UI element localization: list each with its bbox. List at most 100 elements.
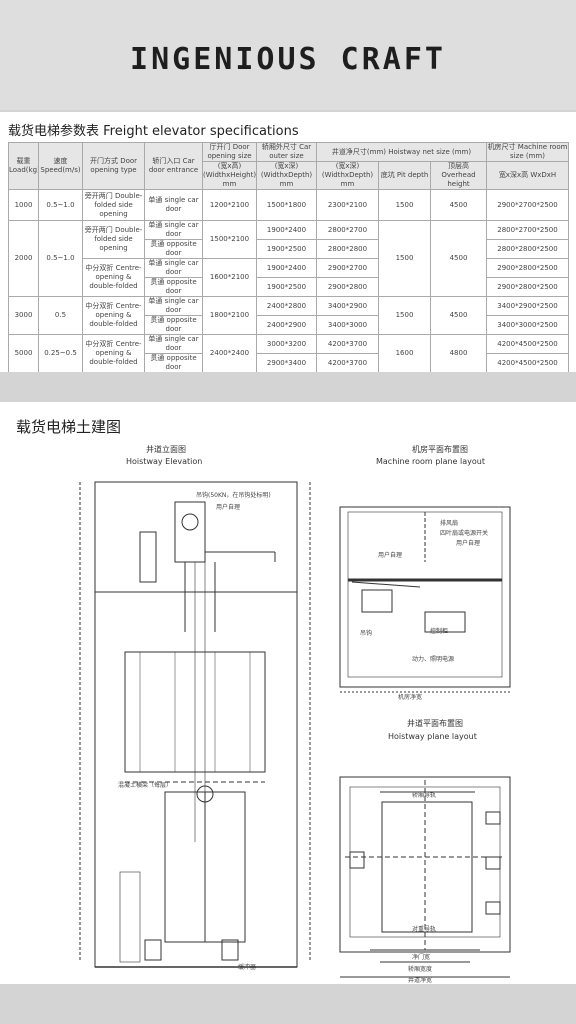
cell-hoistway: 3400*3000 xyxy=(316,315,379,335)
cell-machine: 2800*2800*2500 xyxy=(486,239,569,259)
cell-pit: 1500 xyxy=(378,220,431,297)
cell-overhead: 4800 xyxy=(430,334,487,373)
cell-entrance: 贯通 opposite door xyxy=(144,315,203,335)
section-gap xyxy=(0,372,576,402)
th-load: 载重 Load(kg) xyxy=(8,142,39,190)
car-rail-label: 轿厢导轨 xyxy=(412,792,437,799)
hoistway-width-label: 井道净宽 xyxy=(408,977,433,984)
cell-car: 2900*3400 xyxy=(256,353,317,373)
table-row: 2000 0.5~1.0 旁开两门 Double-folded side ope… xyxy=(8,220,569,297)
traction-sheave xyxy=(181,513,199,531)
cell-load: 1000 xyxy=(8,189,39,221)
table-row: 贯通 opposite door 2900*3400 4200*3700 420… xyxy=(9,353,569,373)
cell-speed: 0.5~1.0 xyxy=(38,189,83,221)
cell-machine: 4200*4500*2500 xyxy=(486,334,569,354)
power-lighting-label: 动力、照明电源 xyxy=(412,656,455,663)
hoistway-plane-cn: 井道平面布置图 xyxy=(407,719,463,728)
machine-room-cn: 机房平面布置图 xyxy=(412,445,468,454)
civil-drawing xyxy=(79,481,511,978)
table-row: 3000 0.5 中分双折 Centre-opening & double-fo… xyxy=(8,296,569,335)
th-pit-depth: 底坑 Pit depth xyxy=(378,161,431,190)
cell-entrance: 单通 single car door xyxy=(144,334,203,354)
cwt-rail-label: 对重导轨 xyxy=(412,926,437,933)
buffer-right xyxy=(221,939,239,961)
hook-label: 吊钩(50KN，在吊钩处标明) xyxy=(196,492,271,499)
cell-hoistway: 4200*3700 xyxy=(316,334,379,354)
cell-entrance: 单通 single car door xyxy=(144,189,203,221)
cell-load: 5000 xyxy=(8,334,39,373)
cell-door: 中分双折 Centre-opening & double-folded xyxy=(82,334,145,373)
cell-machine: 3400*2900*2500 xyxy=(486,296,569,316)
cell-overhead: 4500 xyxy=(430,296,487,335)
th-speed: 速度 Speed(m/s) xyxy=(38,142,83,190)
cell-car: 2400*2900 xyxy=(256,315,317,335)
cell-entrance: 单通 single car door xyxy=(144,220,203,240)
th-car-outer-size: 轿厢外尺寸 Car outer size xyxy=(256,142,317,162)
cell-pit: 1500 xyxy=(378,189,431,221)
exhaust-fan-label: 排风扇 xyxy=(440,520,459,527)
cell-speed: 0.5 xyxy=(38,296,83,335)
specs-panel: 载货电梯参数表 Freight elevator specifications … xyxy=(0,112,576,373)
th-wh: (宽x高) (WidthxHeight) mm xyxy=(202,161,257,190)
th-hoistway-size: 井道净尺寸(mm) Hoistway net size (mm) xyxy=(316,142,487,162)
buffer-label: 缓冲器 xyxy=(238,964,257,971)
cell-opening: 1500*2100 xyxy=(202,220,257,259)
traction-machine-plan xyxy=(361,589,393,613)
cell-entrance: 单通 single car door xyxy=(144,258,203,278)
cell-entrance: 贯通 opposite door xyxy=(144,277,203,297)
car-rail-left xyxy=(349,851,365,869)
cell-car: 1900*2500 xyxy=(256,277,317,297)
hoistway-elevation-cn: 井道立面图 xyxy=(146,445,186,454)
hoistway-elevation-en: Hoistway Elevation xyxy=(126,457,203,466)
cell-door: 中分双折 Centre-opening & double-folded xyxy=(82,258,145,297)
cell-opening: 1800*2100 xyxy=(202,296,257,335)
table-row: 5000 0.25~0.5 中分双折 Centre-opening & doub… xyxy=(8,334,569,373)
user-owned-label-2: 用户自理 xyxy=(456,540,481,547)
cell-pit: 1600 xyxy=(378,334,431,373)
th-door-opening-size: 厅开门 Door opening size xyxy=(202,142,257,162)
cell-opening: 1200*2100 xyxy=(202,189,257,221)
cell-machine: 2800*2700*2500 xyxy=(486,220,569,240)
cell-hoistway: 2800*2800 xyxy=(316,239,379,259)
car-plan xyxy=(381,801,473,933)
cell-door: 旁开两门 Double-folded side opening xyxy=(82,189,145,221)
car-width-label: 轿厢宽度 xyxy=(408,966,433,973)
cell-overhead: 4500 xyxy=(430,189,487,221)
civil-drawing-panel: 载货电梯土建图 xyxy=(0,402,576,984)
cell-entrance: 贯通 opposite door xyxy=(144,353,203,373)
user-owned-label-3: 用户自理 xyxy=(378,552,403,559)
cell-entrance: 单通 single car door xyxy=(144,296,203,316)
cell-hoistway: 4200*3700 xyxy=(316,353,379,373)
brand-title: INGENIOUS CRAFT xyxy=(130,42,446,77)
brand-banner: INGENIOUS CRAFT xyxy=(0,0,576,110)
cell-pit: 1500 xyxy=(378,296,431,335)
beam-label: 混凝土横梁（每层） xyxy=(118,782,173,789)
machine-room-en: Machine room plane layout xyxy=(376,457,485,466)
cell-hoistway: 2900*2700 xyxy=(316,258,379,278)
cwt-rail-top xyxy=(485,811,501,825)
cell-car: 1900*2400 xyxy=(256,220,317,240)
machine-width-label: 机房净宽 xyxy=(398,694,423,701)
table-row: 1000 0.5~1.0 旁开两门 Double-folded side ope… xyxy=(8,189,569,221)
cell-car: 1500*1800 xyxy=(256,189,317,221)
th-machine-size: 机房尺寸 Machine room size (mm) xyxy=(486,142,569,162)
cell-overhead: 4500 xyxy=(430,220,487,297)
th-wd: (宽x深) (WidthxDepth) mm xyxy=(256,161,317,190)
user-owned-label: 用户自理 xyxy=(216,504,241,511)
th-door-opening: 开门方式 Door opening type xyxy=(82,142,145,190)
traction-machine xyxy=(174,501,206,563)
cwt-rail-bottom xyxy=(485,901,501,915)
cell-hoistway: 2900*2800 xyxy=(316,277,379,297)
cell-hoistway: 2800*2700 xyxy=(316,220,379,240)
cell-car: 1900*2500 xyxy=(256,239,317,259)
cell-car: 2400*2800 xyxy=(256,296,317,316)
cell-door: 旁开两门 Double-folded side opening xyxy=(82,220,145,259)
power-switch-label: 四叶扇或电源开关 xyxy=(440,530,489,537)
specs-title: 载货电梯参数表 Freight elevator specifications xyxy=(8,124,299,139)
cell-machine: 2900*2700*2500 xyxy=(486,189,569,221)
cell-load: 2000 xyxy=(8,220,39,297)
cell-opening: 1600*2100 xyxy=(202,258,257,297)
th-overhead: 顶层高 Overhead height xyxy=(430,161,487,190)
hoist-hook-label: 吊钩 xyxy=(360,630,373,637)
door-width-label: 净门宽 xyxy=(412,954,431,961)
